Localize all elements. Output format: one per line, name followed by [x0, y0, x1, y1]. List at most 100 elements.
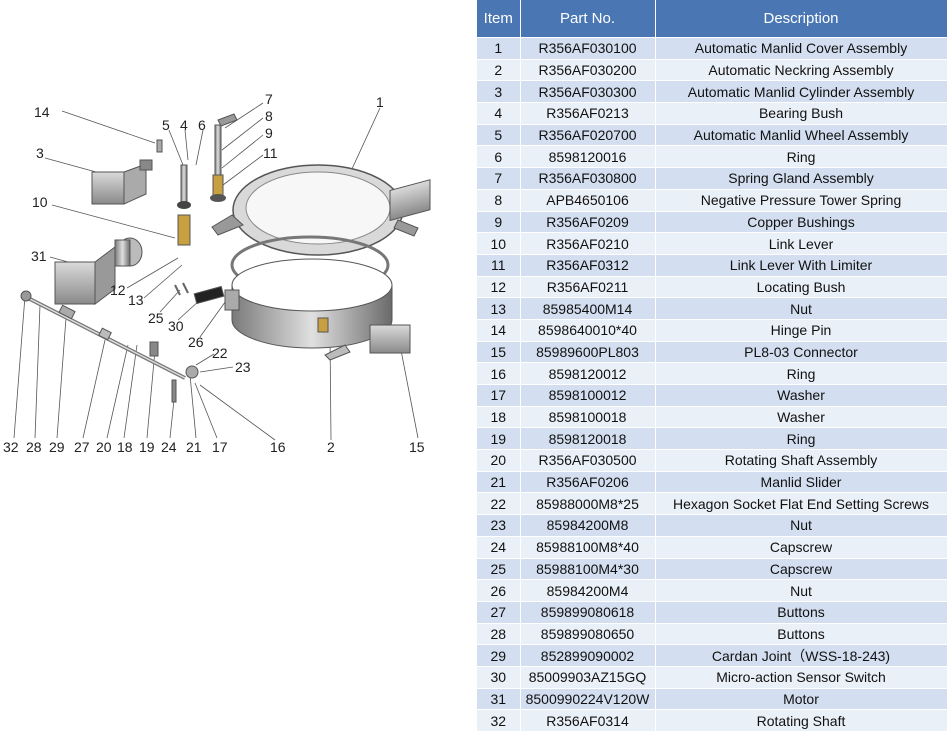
- cell-description: Locating Bush: [655, 276, 947, 298]
- cell-part-no: 85988100M8*40: [520, 536, 655, 558]
- header-part-no: Part No.: [520, 0, 655, 38]
- callout-20: 20: [96, 439, 112, 455]
- cell-description: Buttons: [655, 623, 947, 645]
- cell-part-no: 85985400M14: [520, 298, 655, 320]
- callout-18: 18: [117, 439, 133, 455]
- cell-description: Motor: [655, 688, 947, 710]
- cell-part-no: R356AF0211: [520, 276, 655, 298]
- cell-part-no: 8598120016: [520, 146, 655, 168]
- callout-19: 19: [139, 439, 155, 455]
- cell-item: 13: [477, 298, 520, 320]
- cell-description: Ring: [655, 363, 947, 385]
- callout-32: 32: [3, 439, 19, 455]
- cell-part-no: R356AF020700: [520, 124, 655, 146]
- cell-item: 3: [477, 81, 520, 103]
- cell-item: 6: [477, 146, 520, 168]
- cell-part-no: 852899090002: [520, 645, 655, 667]
- callout-11: 11: [263, 145, 278, 161]
- cell-item: 8: [477, 189, 520, 211]
- cell-part-no: R356AF030300: [520, 81, 655, 103]
- callout-14: 14: [34, 104, 50, 120]
- cell-description: Nut: [655, 580, 947, 602]
- cell-item: 2: [477, 59, 520, 81]
- callout-29: 29: [49, 439, 65, 455]
- cell-item: 16: [477, 363, 520, 385]
- cell-description: Negative Pressure Tower Spring: [655, 189, 947, 211]
- callout-26: 26: [188, 334, 204, 350]
- callout-2: 2: [327, 439, 335, 455]
- cell-part-no: 85984200M8: [520, 515, 655, 537]
- cell-description: PL8-03 Connector: [655, 341, 947, 363]
- exploded-diagram: 1 2 3 4 5 6 7 8 9 10 11 12 13 14 15 16 1…: [0, 0, 470, 700]
- cell-description: Spring Gland Assembly: [655, 168, 947, 190]
- cell-part-no: R356AF0213: [520, 103, 655, 125]
- sensor-switch-and-screws: [175, 283, 239, 310]
- cell-item: 27: [477, 601, 520, 623]
- callout-28: 28: [26, 439, 42, 455]
- callout-12: 12: [110, 282, 126, 298]
- callout-23: 23: [235, 359, 251, 375]
- cell-part-no: R356AF030100: [520, 38, 655, 60]
- cell-part-no: 85988100M4*30: [520, 558, 655, 580]
- cell-item: 10: [477, 233, 520, 255]
- cell-part-no: R356AF030500: [520, 450, 655, 472]
- cell-description: Bearing Bush: [655, 103, 947, 125]
- cell-item: 7: [477, 168, 520, 190]
- callout-17: 17: [212, 439, 228, 455]
- cell-part-no: R356AF0209: [520, 211, 655, 233]
- cell-description: Automatic Manlid Cover Assembly: [655, 38, 947, 60]
- cell-description: Ring: [655, 428, 947, 450]
- cell-description: Ring: [655, 146, 947, 168]
- header-item: Item: [477, 0, 520, 38]
- cell-description: Automatic Neckring Assembly: [655, 59, 947, 81]
- cell-item: 17: [477, 385, 520, 407]
- table-header-row: Item Part No. Description: [477, 0, 947, 38]
- callout-22: 22: [212, 345, 228, 361]
- cell-item: 5: [477, 124, 520, 146]
- cell-item: 29: [477, 645, 520, 667]
- callout-8: 8: [265, 108, 273, 124]
- cell-description: Buttons: [655, 601, 947, 623]
- cell-part-no: R356AF0312: [520, 254, 655, 276]
- cell-item: 28: [477, 623, 520, 645]
- callout-31: 31: [31, 248, 47, 264]
- cell-part-no: R356AF030800: [520, 168, 655, 190]
- callout-9: 9: [265, 125, 273, 141]
- cell-item: 22: [477, 493, 520, 515]
- cell-item: 15: [477, 341, 520, 363]
- callout-15: 15: [409, 439, 425, 455]
- cell-description: Nut: [655, 298, 947, 320]
- cell-part-no: 85989600PL803: [520, 341, 655, 363]
- cell-item: 9: [477, 211, 520, 233]
- cell-part-no: 8598120012: [520, 363, 655, 385]
- cell-description: Rotating Shaft: [655, 710, 947, 731]
- cell-description: Manlid Slider: [655, 471, 947, 493]
- cell-description: Automatic Manlid Wheel Assembly: [655, 124, 947, 146]
- cell-part-no: 8598640010*40: [520, 319, 655, 341]
- cell-part-no: 859899080650: [520, 623, 655, 645]
- callout-1: 1: [376, 94, 384, 110]
- cell-item: 30: [477, 666, 520, 688]
- cell-item: 18: [477, 406, 520, 428]
- cell-part-no: 8598100012: [520, 385, 655, 407]
